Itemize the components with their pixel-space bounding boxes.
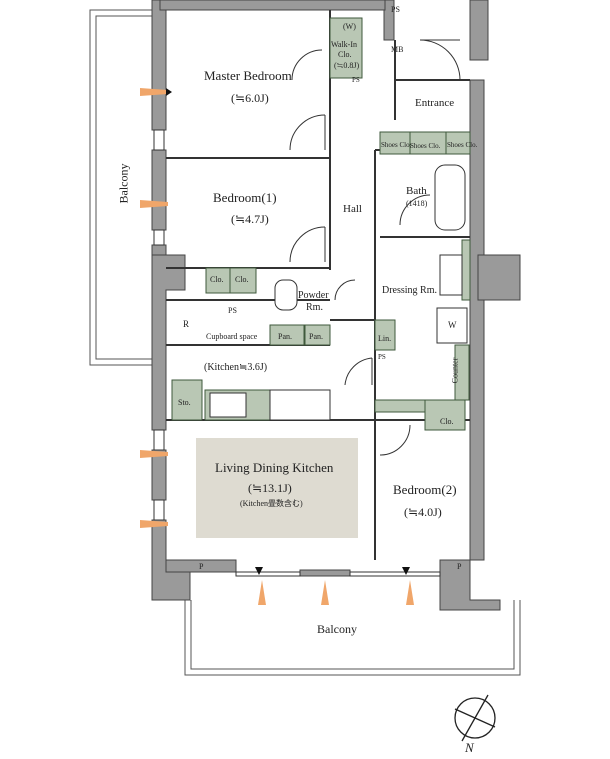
exterior-walls (151, 0, 521, 611)
walk-in-label: Walk-In (331, 40, 358, 49)
clo-1: Clo. (210, 275, 224, 284)
windows (153, 129, 441, 577)
w-label: W (448, 320, 457, 330)
pan-1: Pan. (278, 332, 292, 341)
hall-label: Hall (343, 203, 362, 215)
p-left-label: P (199, 562, 204, 571)
bedroom2-label: Bedroom(2) (393, 482, 457, 497)
shoes-clo-1: Shoes Clo. (381, 141, 412, 149)
bedroom1-area: (≒4.7J) (231, 212, 269, 226)
ldk-label: Living Dining Kitchen (215, 460, 334, 475)
dressing-room-label: Dressing Rm. (382, 285, 437, 296)
ldk-note: (Kitchen畳数含む) (240, 499, 303, 508)
lin-label: Lin. (378, 334, 392, 343)
bedroom2-area: (≒4.0J) (404, 505, 442, 519)
ps-mid-label: PS (228, 306, 237, 315)
compass-icon (454, 694, 496, 742)
bath-label: Bath (406, 185, 427, 197)
powder-room-label: Powder (298, 290, 329, 301)
balcony-bottom-area (184, 600, 521, 676)
cupboard-label: Cupboard space (206, 332, 258, 341)
vent-markers (166, 88, 410, 575)
sto-label: Sto. (178, 398, 191, 407)
compass-north-label: N (465, 740, 474, 755)
shoes-clo-3: Shoes Clo. (447, 141, 478, 149)
pan-2: Pan. (309, 332, 323, 341)
balcony-bottom-label: Balcony (317, 622, 357, 636)
ps-small-label: PS (352, 76, 360, 84)
shoes-clo-2: Shoes Clo. (410, 142, 441, 150)
bedroom1-label: Bedroom(1) (213, 190, 277, 205)
ldk-label-box (196, 438, 358, 538)
balcony-left-label: Balcony (116, 163, 131, 204)
entrance-label: Entrance (415, 97, 455, 109)
walk-in-label-2: Clo. (338, 50, 352, 59)
ps-lower-label: PS (378, 353, 386, 361)
door-swings (289, 39, 461, 456)
clo-2: Clo. (235, 275, 249, 284)
mb-label: MB (391, 45, 404, 54)
master-bedroom-area: (≒6.0J) (231, 91, 269, 105)
r-label: R (183, 319, 190, 329)
walk-in-w: (W) (343, 22, 356, 31)
bath-size: (1418) (406, 199, 428, 208)
appliances (209, 164, 468, 421)
powder-room-label-2: Rm. (306, 302, 323, 313)
p-right-label: P (457, 562, 462, 571)
ventilation-arrows (140, 88, 414, 605)
ps-top-label: PS (391, 5, 400, 14)
ldk-area: (≒13.1J) (248, 481, 292, 495)
clo-3: Clo. (440, 417, 454, 426)
walk-in-area: (≒0.8J) (334, 61, 360, 70)
counter-label: Counter (450, 357, 460, 384)
kitchen-label: (Kitchen≒3.6J) (204, 362, 268, 373)
master-bedroom-label: Master Bedroom (204, 68, 292, 83)
